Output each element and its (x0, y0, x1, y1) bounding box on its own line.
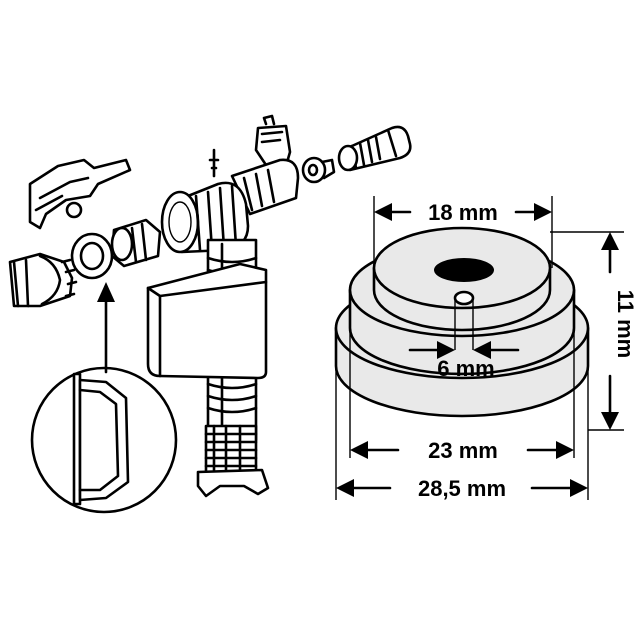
valve-exploded-view (8, 114, 412, 514)
washer-inner-hole (453, 290, 475, 306)
small-nut (301, 156, 336, 184)
dim-label-11mm: 11 mm (613, 290, 638, 359)
valve-arm (208, 148, 300, 216)
float-cup (146, 262, 268, 380)
dimension-lines (335, 196, 624, 500)
dim-label-28-5mm: 28,5 mm (418, 476, 506, 501)
washer-center-hole (434, 258, 494, 282)
left-bracket (28, 158, 132, 230)
washer-3d-view (334, 226, 590, 418)
inlet-nipple (337, 125, 412, 172)
detail-leader-arrow (97, 282, 115, 374)
dim-label-23mm: 23 mm (428, 438, 498, 463)
washer-ring (70, 232, 114, 280)
valve-head (160, 181, 250, 254)
coupling (110, 218, 162, 268)
bellows (204, 424, 258, 478)
dim-label-6mm: 6 mm (437, 356, 494, 381)
washer-detail-circle (30, 366, 178, 514)
valve-foot (196, 468, 270, 498)
dim-label-18mm: 18 mm (428, 200, 498, 225)
left-cap (8, 252, 78, 308)
arm-clip (254, 114, 292, 170)
